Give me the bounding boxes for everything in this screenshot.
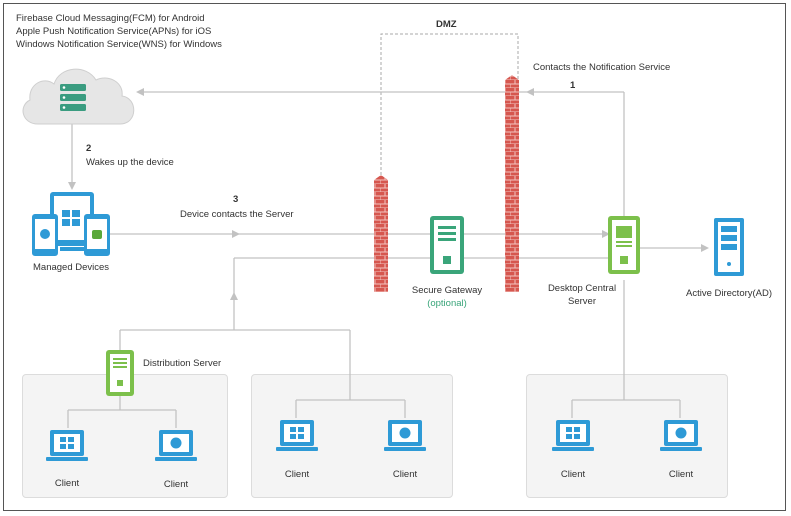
secure-gateway-label: Secure Gateway — [411, 285, 483, 296]
desktop-central-icon — [608, 216, 640, 274]
step3-text: Device contacts the Server — [180, 209, 294, 220]
client-laptop-windows-icon — [276, 420, 318, 451]
cloud-service-wns: Windows Notification Service(WNS) for Wi… — [16, 39, 222, 50]
arrow-to-dc — [602, 230, 610, 238]
dmz-label: DMZ — [436, 19, 457, 30]
arrow-to-cloud — [136, 88, 144, 96]
cloud-icon — [22, 68, 135, 125]
step1-text: Contacts the Notification Service — [533, 62, 671, 73]
client-laptop-apple-icon — [384, 420, 426, 451]
secure-gateway-icon — [430, 216, 464, 274]
secure-gateway-optional: (optional) — [427, 298, 467, 309]
arrowheads — [68, 88, 709, 300]
arrow-up-distribution — [230, 292, 238, 300]
step2-text: Wakes up the device — [86, 157, 174, 168]
cloud-service-fcm: Firebase Cloud Messaging(FCM) for Androi… — [16, 13, 205, 24]
step2-number: 2 — [86, 143, 92, 154]
client-label: Client — [668, 469, 694, 480]
distribution-server-icon — [106, 350, 134, 396]
step1-number: 1 — [570, 80, 576, 91]
client-laptop-apple-icon — [155, 430, 197, 461]
firewall-left — [374, 175, 388, 292]
client-label: Client — [163, 479, 189, 490]
desktop-central-label-line1: Desktop Central — [547, 283, 617, 294]
managed-devices-label: Managed Devices — [33, 262, 110, 273]
client-label: Client — [284, 469, 310, 480]
distribution-server-label: Distribution Server — [143, 358, 222, 369]
dmz-boundary — [380, 33, 519, 180]
active-directory-icon — [714, 218, 744, 276]
cloud-service-apns: Apple Push Notification Service(APNs) fo… — [16, 26, 212, 37]
managed-devices-icon — [32, 192, 110, 256]
arrow-step3 — [232, 230, 240, 238]
client-label: Client — [560, 469, 586, 480]
step3-number: 3 — [233, 194, 239, 205]
client-laptop-windows-icon — [552, 420, 594, 451]
client-laptop-apple-icon — [660, 420, 702, 451]
client-laptop-windows-icon — [46, 430, 88, 461]
arrow-to-devices — [68, 182, 76, 190]
connector-lines — [67, 91, 705, 428]
firewall-right — [505, 75, 519, 292]
client-label: Client — [392, 469, 418, 480]
client-label: Client — [54, 478, 80, 489]
arrow-to-firewall — [526, 88, 534, 96]
active-directory-label: Active Directory(AD) — [686, 288, 773, 299]
arrow-to-ad — [701, 244, 709, 252]
desktop-central-label-line2: Server — [568, 296, 596, 307]
